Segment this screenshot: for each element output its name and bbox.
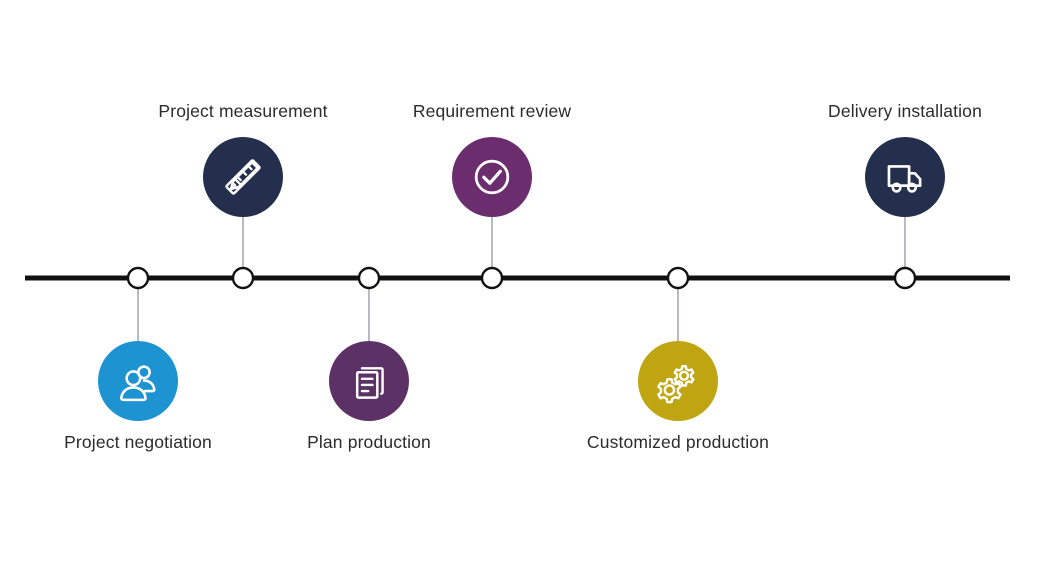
check-circle-icon bbox=[469, 154, 515, 200]
timeline-node-marker[interactable] bbox=[893, 266, 917, 290]
step-label-plan-production: Plan production bbox=[307, 432, 431, 452]
step-icon-delivery-installation[interactable] bbox=[865, 137, 945, 217]
step-icon-project-measurement[interactable] bbox=[203, 137, 283, 217]
timeline-node-marker[interactable] bbox=[231, 266, 255, 290]
step-label-requirement-review: Requirement review bbox=[412, 101, 572, 121]
node-marker-group bbox=[126, 266, 917, 290]
step-label-project-negotiation: Project negotiation bbox=[64, 432, 212, 452]
timeline-node-marker[interactable] bbox=[666, 266, 690, 290]
documents-icon bbox=[348, 360, 390, 402]
step-label-project-measurement: Project measurement bbox=[158, 101, 328, 121]
users-icon bbox=[116, 359, 160, 403]
step-icon-requirement-review[interactable] bbox=[452, 137, 532, 217]
timeline-node-marker[interactable] bbox=[126, 266, 150, 290]
timeline-node-marker[interactable] bbox=[480, 266, 504, 290]
delivery-truck-icon bbox=[883, 155, 927, 199]
step-icon-plan-production[interactable] bbox=[329, 341, 409, 421]
step-icon-customized-production[interactable] bbox=[638, 341, 718, 421]
connector-group bbox=[137, 215, 906, 343]
gears-icon bbox=[655, 358, 701, 404]
ruler-pencil-icon bbox=[220, 154, 266, 200]
timeline-node-marker[interactable] bbox=[357, 266, 381, 290]
step-label-customized-production: Customized production bbox=[586, 432, 770, 452]
step-label-delivery-installation: Delivery installation bbox=[828, 101, 982, 121]
step-icon-project-negotiation[interactable] bbox=[98, 341, 178, 421]
